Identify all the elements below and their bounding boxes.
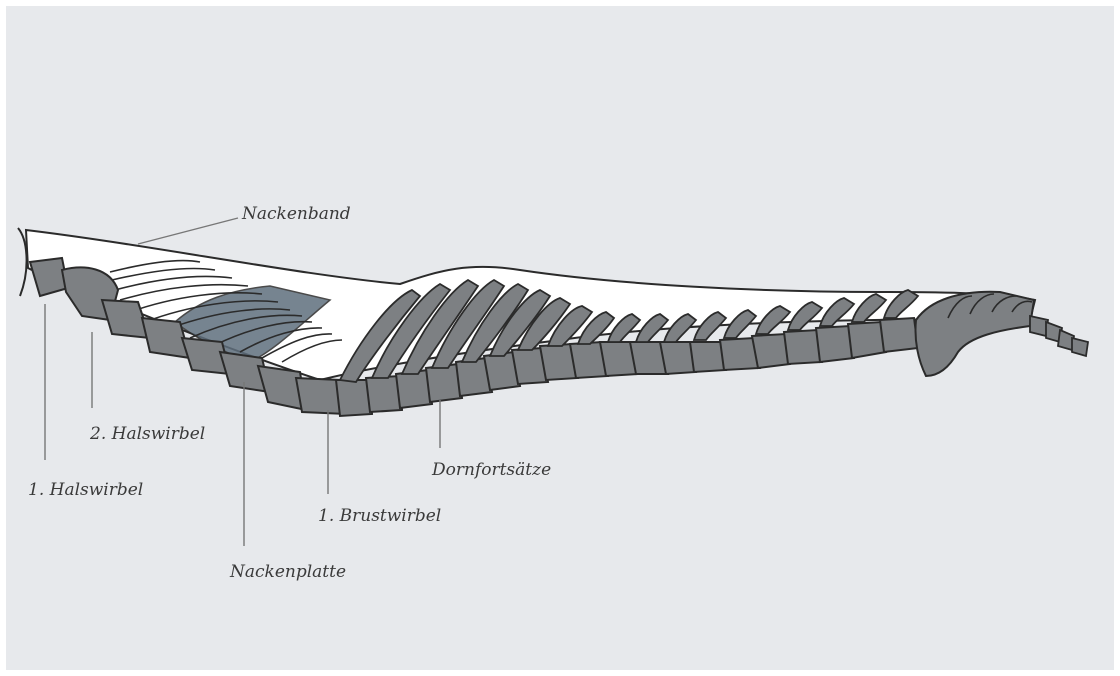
- label-dornfortsaetze: Dornfortsätze: [432, 460, 551, 480]
- label-1-brustwirbel: 1. Brustwirbel: [318, 506, 441, 526]
- skull-edge: [18, 228, 27, 296]
- label-2-halswirbel: 2. Halswirbel: [90, 424, 205, 444]
- label-nackenband: Nackenband: [242, 204, 351, 224]
- label-nackenplatte: Nackenplatte: [230, 562, 346, 582]
- tail-vertebrae: [1030, 316, 1088, 356]
- label-1-halswirbel: 1. Halswirbel: [28, 480, 143, 500]
